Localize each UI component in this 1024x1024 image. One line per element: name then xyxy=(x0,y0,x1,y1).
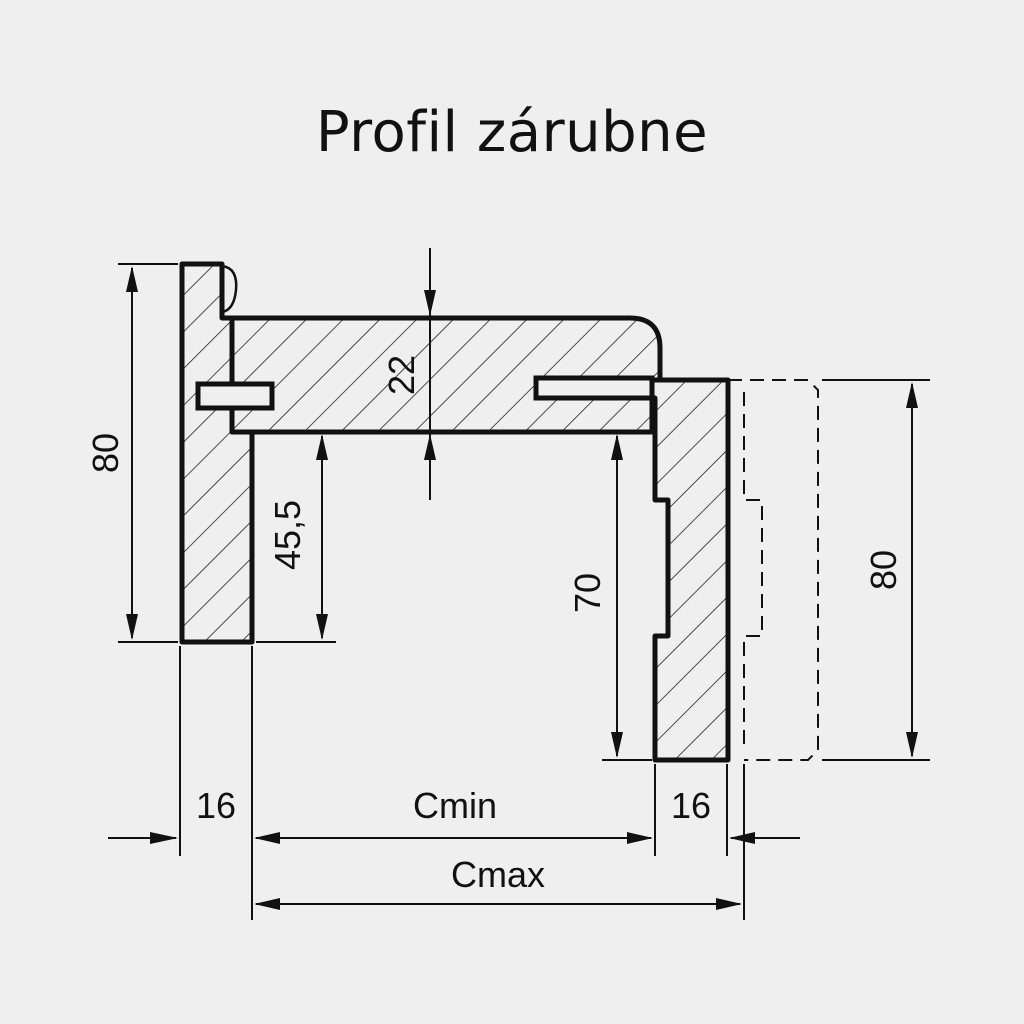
dimension-lines xyxy=(108,248,930,920)
dim-inner-height: 45,5 xyxy=(267,500,308,570)
dim-cmax: Cmax xyxy=(451,854,545,895)
dashed-casing-outline xyxy=(728,379,819,761)
right-jamb xyxy=(649,377,731,763)
dim-cmin: Cmin xyxy=(413,785,497,826)
left-tongue xyxy=(195,381,275,411)
dim-left-width: 16 xyxy=(196,785,236,826)
dim-left-height: 80 xyxy=(85,433,126,473)
dim-thickness: 22 xyxy=(381,355,422,395)
dim-right-width: 16 xyxy=(671,785,711,826)
dim-rebate-height: 70 xyxy=(567,573,608,613)
dim-right-height: 80 xyxy=(863,550,904,590)
head-board xyxy=(229,315,663,435)
right-tongue xyxy=(533,375,655,401)
drawing-title: Profil zárubne xyxy=(315,100,709,165)
dimension-arrows xyxy=(126,266,918,910)
